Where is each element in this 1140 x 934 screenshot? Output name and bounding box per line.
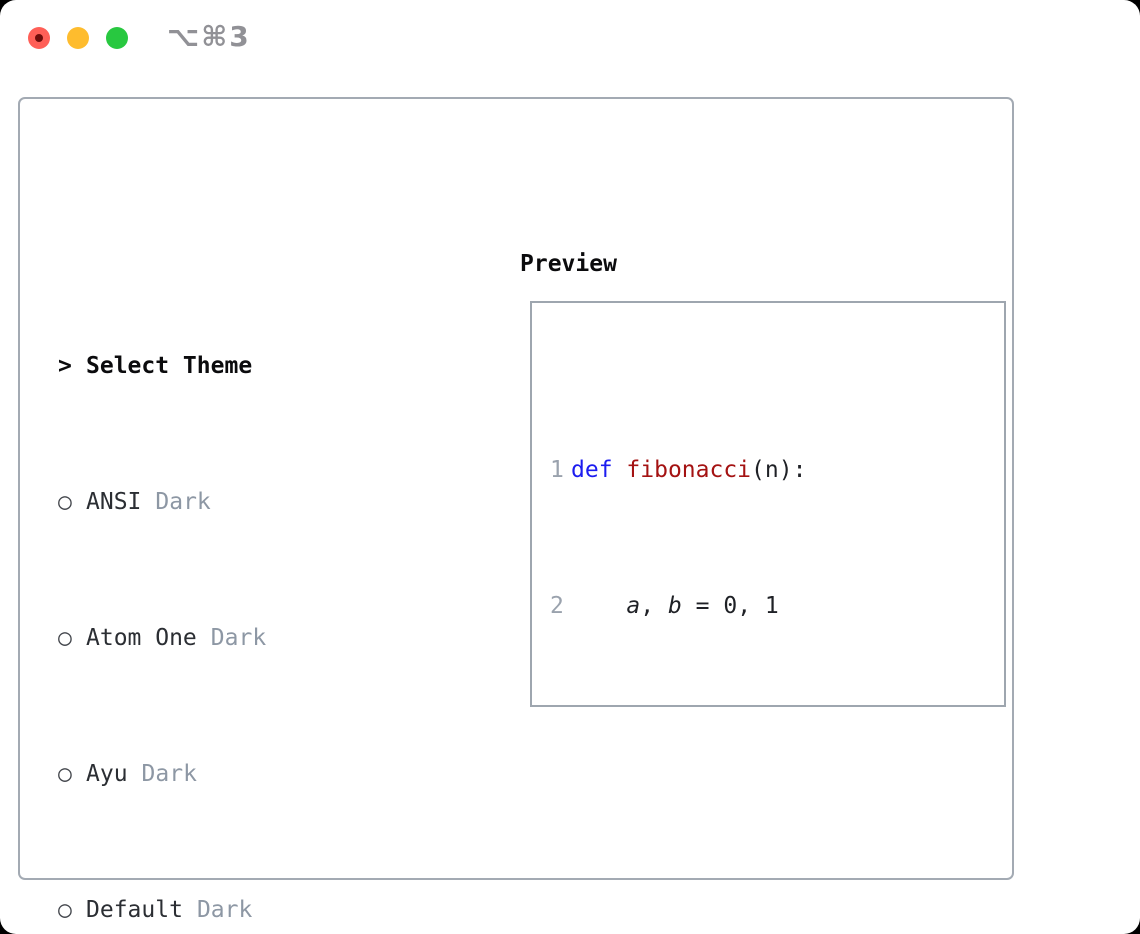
select-theme-title: Select Theme — [86, 353, 253, 379]
line-number: 2 — [550, 593, 564, 619]
code-line: 2 a, b = 0, 1 — [550, 589, 1004, 623]
theme-option-default-dark[interactable]: ○ Default Dark — [58, 893, 446, 927]
theme-option-atom-one-dark[interactable]: ○ Atom One Dark — [58, 621, 446, 655]
select-theme-header: > Select Theme — [58, 349, 446, 383]
close-button[interactable] — [28, 27, 50, 49]
token-variable: b — [667, 593, 682, 619]
theme-name: Atom One — [86, 625, 197, 651]
theme-tag: Dark — [141, 761, 197, 787]
window-title-shortcut: ⌥⌘3 — [167, 20, 251, 53]
radio-off-icon: ○ — [58, 897, 72, 923]
radio-off-icon: ○ — [58, 761, 72, 787]
line-number: 1 — [550, 457, 564, 483]
focus-caret-icon: > — [58, 353, 72, 379]
radio-off-icon: ○ — [58, 625, 72, 651]
token: = 0, 1 — [681, 593, 779, 619]
theme-name: ANSI — [86, 489, 142, 515]
token-variable: a — [626, 593, 641, 619]
theme-name: Default — [86, 897, 183, 923]
theme-tag: Dark — [155, 489, 211, 515]
token — [613, 457, 627, 483]
theme-option-ansi-dark[interactable]: ○ ANSI Dark — [58, 485, 446, 519]
theme-tag: Dark — [210, 625, 267, 651]
traffic-lights — [28, 27, 128, 49]
code-line: 1 def fibonacci(n): — [550, 453, 1004, 487]
token-keyword: def — [571, 457, 613, 483]
token-function: fibonacci — [626, 457, 752, 483]
theme-name: Ayu — [86, 761, 128, 787]
zoom-button[interactable] — [106, 27, 128, 49]
theme-option-ayu-dark[interactable]: ○ Ayu Dark — [58, 757, 446, 791]
theme-tag: Dark — [196, 897, 253, 923]
token: , — [640, 593, 668, 619]
token: (n): — [751, 457, 807, 483]
preview-title: Preview — [520, 251, 617, 277]
radio-off-icon: ○ — [58, 489, 72, 515]
minimize-button[interactable] — [67, 27, 89, 49]
token — [571, 593, 626, 619]
